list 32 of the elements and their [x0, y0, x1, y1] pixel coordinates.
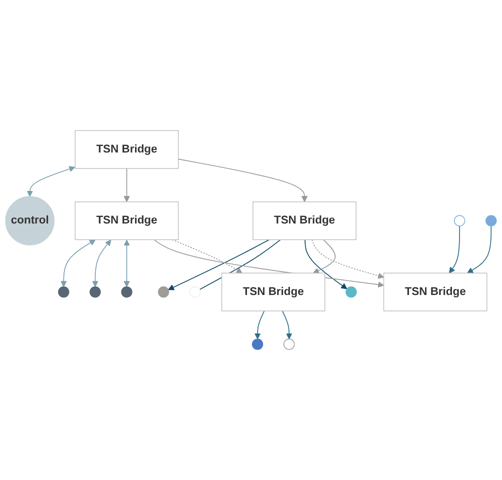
- arrow: [282, 310, 292, 340]
- arrow: [312, 239, 336, 274]
- node-box: TSN Bridge: [252, 201, 356, 240]
- arrow: [254, 310, 265, 340]
- node-circle: [158, 286, 170, 298]
- node-circle: [90, 286, 101, 298]
- arrow: [60, 240, 96, 287]
- arrow: [467, 226, 492, 274]
- arrow: [168, 239, 270, 290]
- arrow: [92, 240, 112, 287]
- node-circle: [486, 215, 497, 226]
- node-circle: [346, 286, 357, 298]
- arrow: [26, 166, 76, 197]
- arrow: [172, 239, 242, 274]
- node-circle: [283, 338, 295, 350]
- arrow: [124, 240, 130, 287]
- node-box: TSN Bridge: [221, 272, 326, 312]
- node-circle: [252, 338, 264, 350]
- arrow: [124, 168, 130, 202]
- arrow: [304, 239, 348, 290]
- node-circle: [58, 286, 70, 298]
- arrow: [178, 158, 308, 202]
- node-box: TSN Bridge: [74, 201, 179, 240]
- node-circle: [121, 286, 132, 298]
- arrow: [448, 226, 460, 274]
- node-circle: control: [5, 196, 54, 246]
- node-circle: [454, 215, 466, 226]
- node-circle: [189, 286, 201, 298]
- arrow: [312, 239, 384, 279]
- node-box: TSN Bridge: [74, 130, 179, 169]
- node-box: TSN Bridge: [383, 272, 488, 312]
- connector: [199, 239, 281, 290]
